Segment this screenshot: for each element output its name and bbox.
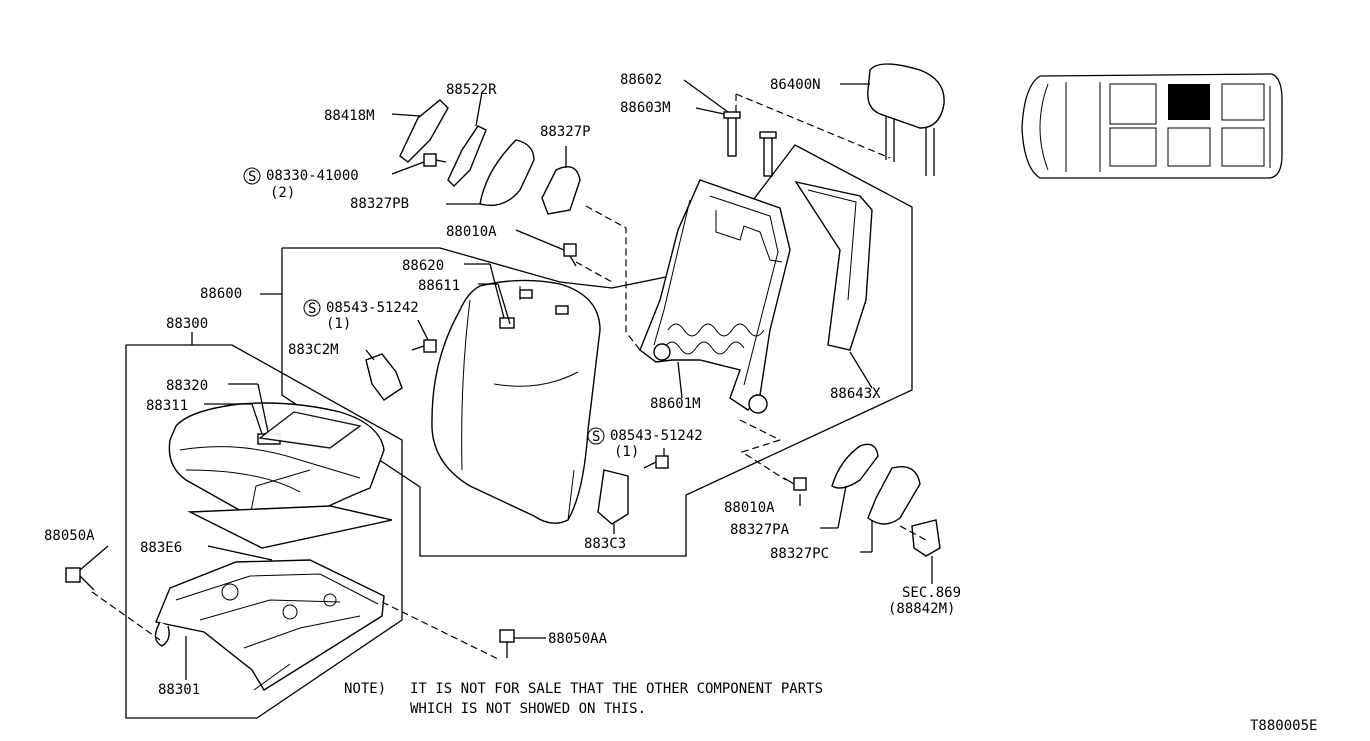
label-08330-qty: (2) (270, 185, 295, 201)
seat-heater-lower (258, 411, 362, 449)
label-88300: 88300 (166, 316, 208, 332)
seat-heater-part (187, 505, 393, 549)
label-88327P: 88327P (540, 124, 591, 140)
label-88601M: 88601M (650, 396, 701, 412)
label-88842M: (88842M) (888, 601, 955, 617)
screw-symbol-label: S (248, 169, 256, 185)
seat-cushion-frame (125, 344, 403, 719)
bolts (65, 153, 807, 658)
label-88600: 88600 (200, 286, 242, 302)
screw-symbol-icon (243, 167, 261, 185)
label-88611: 88611 (418, 278, 460, 294)
label-88603M: 88603M (620, 100, 671, 116)
label-88327PB: 88327PB (350, 196, 409, 212)
seat-adjuster-part (154, 559, 385, 691)
label-883E6: 883E6 (140, 540, 182, 556)
label-88050AA: 88050AA (548, 631, 608, 647)
label-88301: 88301 (158, 682, 200, 698)
figure-code: T880005E (1250, 718, 1317, 734)
headrest-guides (723, 111, 777, 177)
label-883C3: 883C3 (584, 536, 626, 552)
screw-symbol-label: S (308, 301, 316, 317)
vehicle-locator (1021, 73, 1283, 179)
label-883C2M: 883C2M (288, 342, 339, 358)
cover-88327PB (479, 139, 535, 207)
seatbelt-buckle (911, 519, 941, 557)
label-08543-b-qty: (1) (614, 444, 639, 460)
cover-88327PC (867, 466, 921, 525)
note-label: NOTE) (344, 681, 386, 697)
seatback-trim-part (431, 279, 601, 524)
label-88643X: 88643X (830, 386, 881, 402)
label-88050A: 88050A (44, 528, 95, 544)
label-88327PC: 88327PC (770, 546, 829, 562)
cover-88327PA (831, 443, 879, 489)
bracket-88418M (399, 99, 449, 163)
label-sec-869: SEC.869 (902, 585, 961, 601)
label-86400N: 86400N (770, 77, 821, 93)
seatback-pad-part (794, 180, 873, 351)
screw-symbol-icon (587, 427, 605, 445)
highlighted-seat (1168, 84, 1210, 120)
label-08543-51242-a: 08543-51242 (326, 300, 419, 316)
label-88311: 88311 (146, 398, 188, 414)
label-88320: 88320 (166, 378, 208, 394)
label-88620: 88620 (402, 258, 444, 274)
label-88010A-top: 88010A (446, 224, 497, 240)
clip-883C3 (597, 469, 629, 525)
label-88418M: 88418M (324, 108, 375, 124)
label-88010A-bottom: 88010A (724, 500, 775, 516)
leader-lines (79, 79, 933, 680)
label-88602: 88602 (620, 72, 662, 88)
bracket-88522R (447, 125, 487, 187)
label-88522R: 88522R (446, 82, 497, 98)
label-08543-51242-b: 08543-51242 (610, 428, 703, 444)
note-line-1: IT IS NOT FOR SALE THAT THE OTHER COMPON… (410, 681, 823, 697)
label-08543-a-qty: (1) (326, 316, 351, 332)
seat-back-frame (281, 144, 913, 557)
note-line-2: WHICH IS NOT SHOWED ON THIS. (410, 701, 646, 717)
clip-883C2M (365, 353, 403, 401)
dashed-guides (91, 93, 927, 661)
callout-labels: 88522R 88418M S 08330-41000 (2) 88327P 8… (44, 72, 961, 698)
seat-cushion-part (168, 402, 385, 524)
note-block: NOTE) IT IS NOT FOR SALE THAT THE OTHER … (344, 681, 823, 717)
label-88327PA: 88327PA (730, 522, 790, 538)
screw-symbol-label: S (592, 429, 600, 445)
seatback-frame-part (639, 179, 791, 414)
cover-88327P (541, 166, 581, 215)
headrest-part (867, 63, 945, 176)
label-08330-41000: 08330-41000 (266, 168, 359, 184)
screw-symbol-icon (303, 299, 321, 317)
